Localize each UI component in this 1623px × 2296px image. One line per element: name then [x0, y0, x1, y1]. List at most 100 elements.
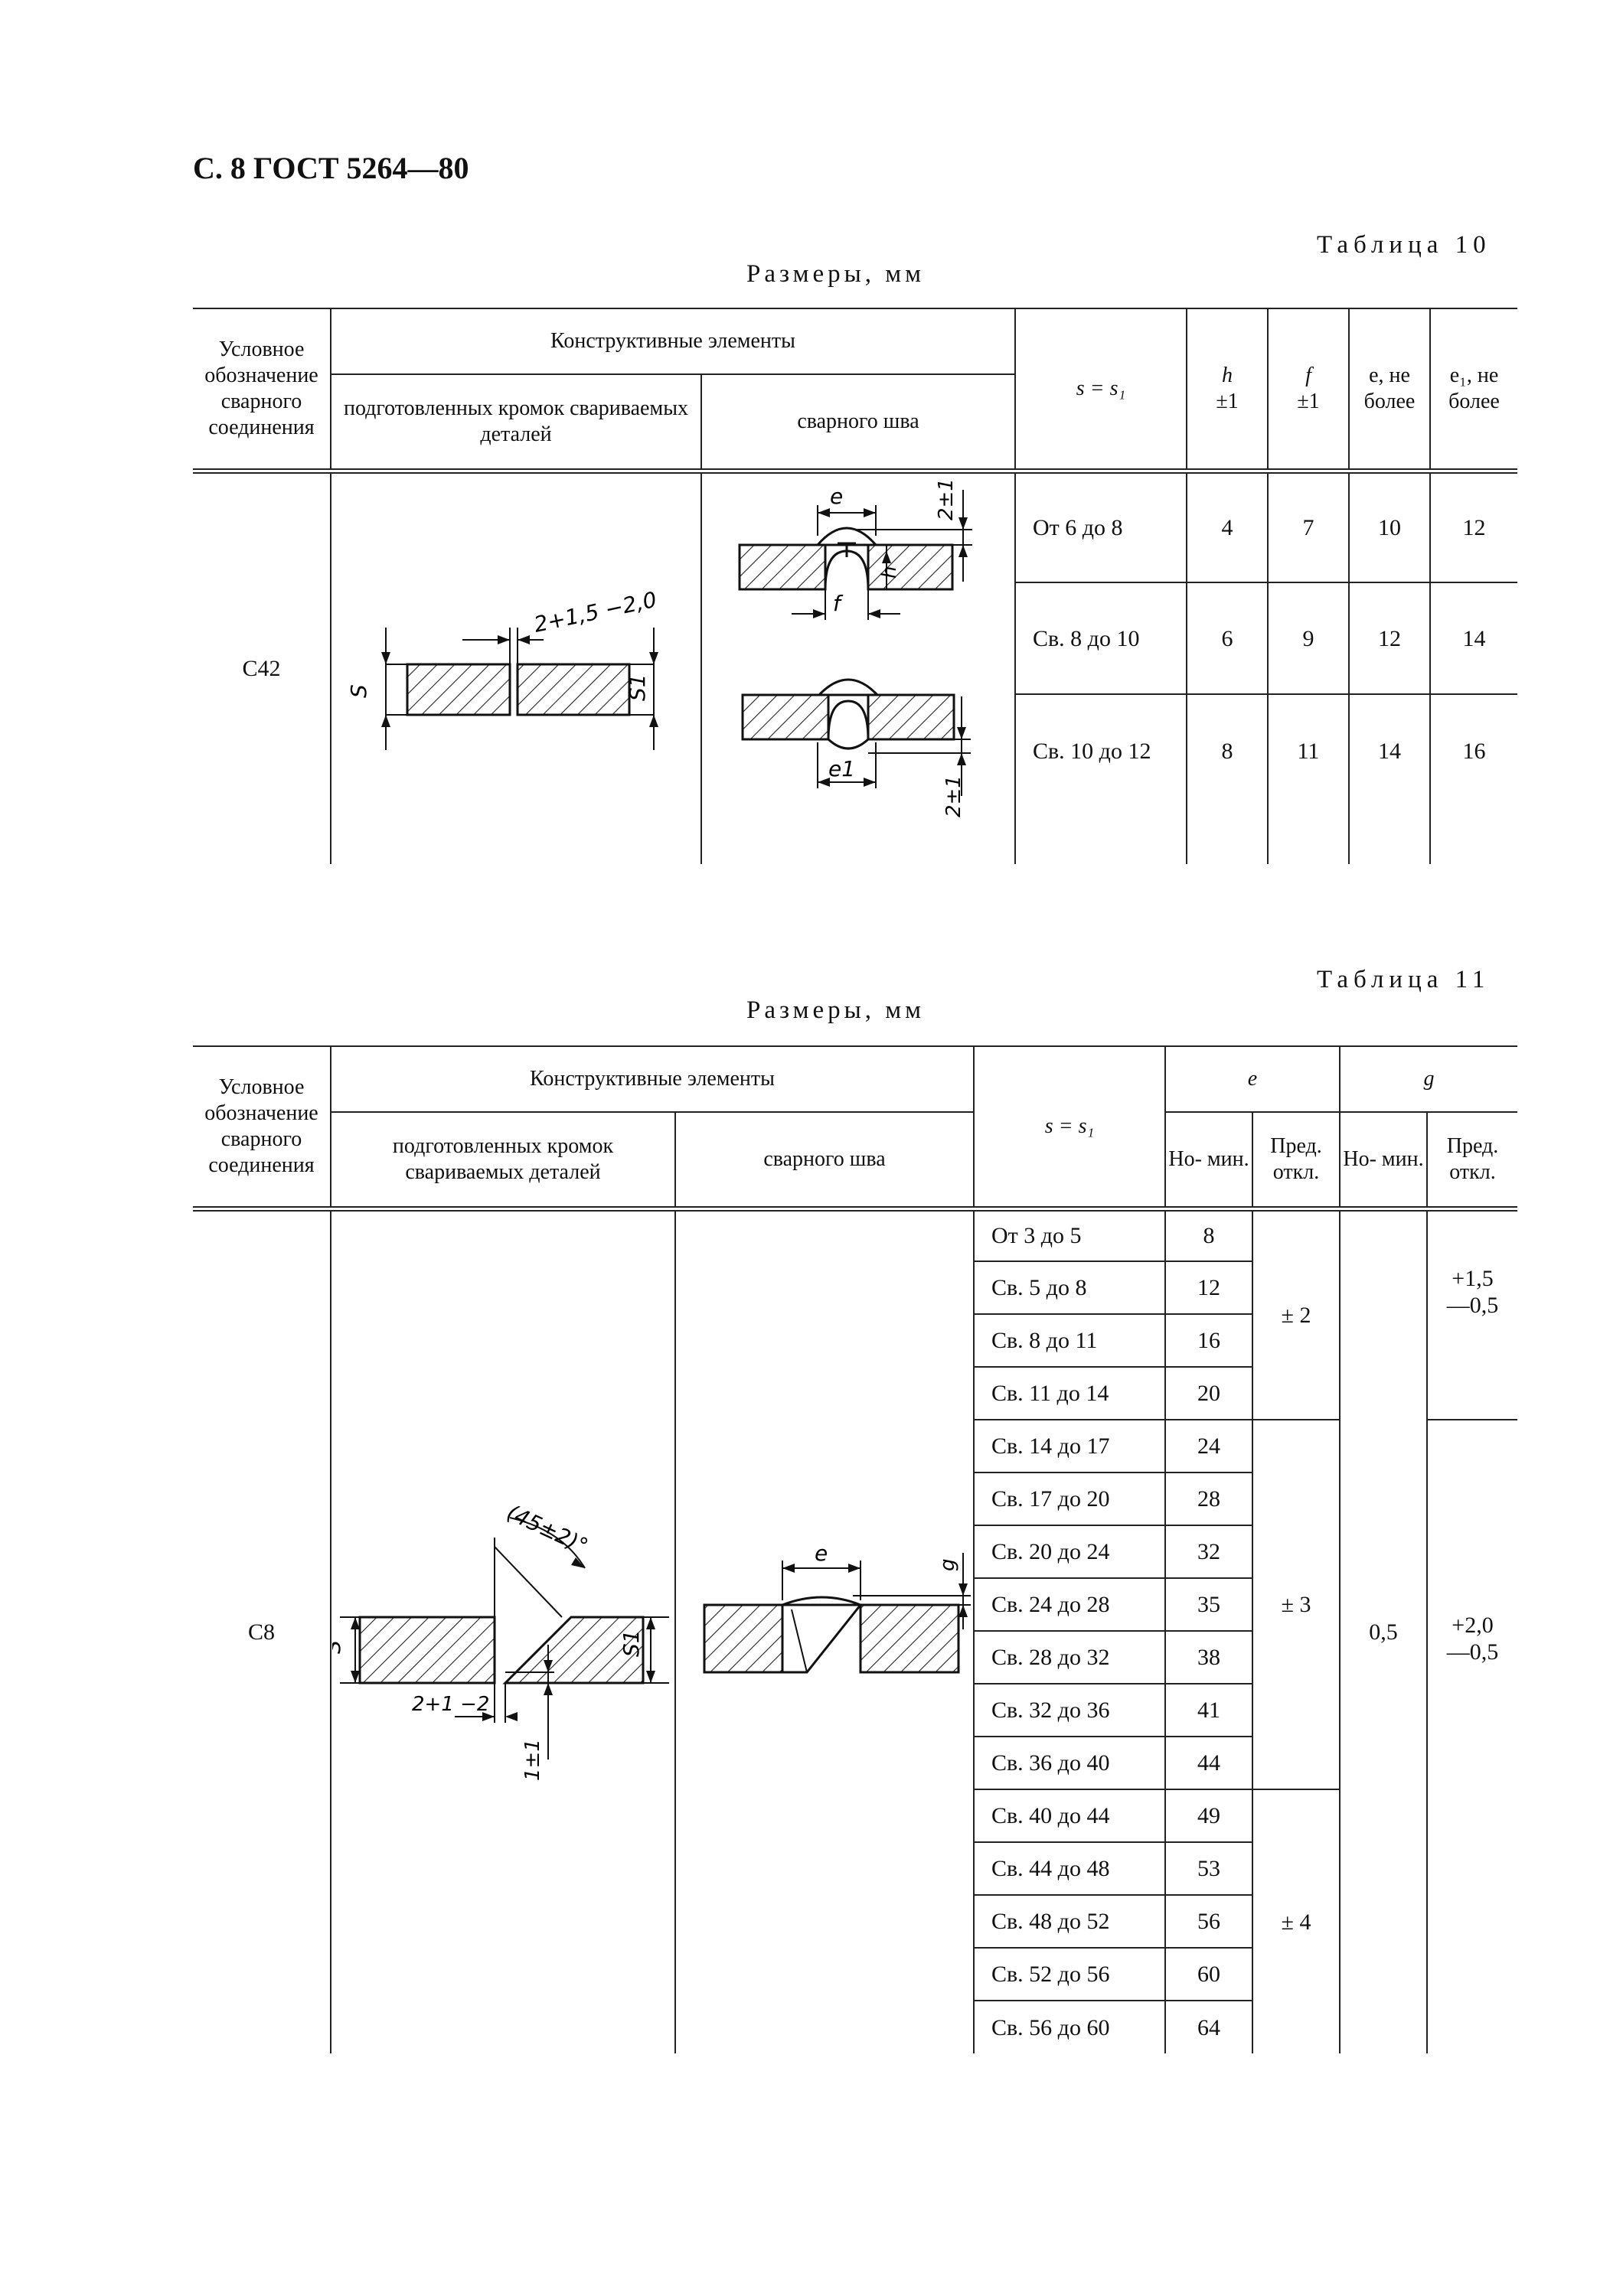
prepared-drawing-cell: S S1 2+1,5 −2,0 — [330, 468, 702, 864]
t11-row4-s: Св. 11 до 14 — [974, 1366, 1166, 1420]
t11-row9-s: Св. 28 до 32 — [974, 1630, 1166, 1684]
t11-row7-s: Св. 20 до 24 — [974, 1525, 1166, 1579]
t11-row3-e: 16 — [1164, 1313, 1252, 1368]
label-s: S — [346, 684, 371, 698]
t11-header-designation: Условное обозначение сварного соединения — [193, 1045, 331, 1209]
t11-row4-e: 20 — [1164, 1366, 1252, 1420]
t10-row1-s: От 6 до 8 — [1014, 468, 1187, 583]
t10-row3-f: 11 — [1267, 693, 1350, 864]
t11-row8-s: Св. 24 до 28 — [974, 1577, 1166, 1632]
page-header: С. 8 ГОСТ 5264—80 — [193, 151, 469, 185]
t11-label-e: e — [815, 1541, 828, 1566]
t11-row15-e: 60 — [1164, 1947, 1252, 2001]
t11-header-g-nom: Но- мин. — [1339, 1111, 1428, 1209]
header-designation: Условное обозначение сварного соединения — [193, 308, 331, 471]
header-h: h±1 — [1186, 308, 1269, 471]
label-f: f — [833, 591, 844, 616]
label-reinf-bottom: 2±1 — [942, 775, 965, 817]
t10-row2-s: Св. 8 до 10 — [1015, 582, 1187, 695]
header-elements: Конструктивные элементы — [330, 308, 1016, 375]
header-weld: сварного шва — [700, 373, 1015, 471]
t11-row16-e: 64 — [1164, 2000, 1252, 2053]
t11-g-tol-2: +2,0—0,5 — [1426, 1419, 1517, 2053]
t11-prepared-drawing-cell: (45±2)° S S1 2+1 −2 — [320, 1205, 676, 2053]
designation-c8: С8 — [193, 1205, 331, 2053]
label-reinf-top: 2±1 — [935, 478, 958, 520]
t10-row3-e: 14 — [1348, 693, 1431, 864]
header-f: f±1 — [1267, 308, 1350, 471]
header-s: s = s₁ — [1014, 308, 1187, 471]
t10-row3-h: 8 — [1186, 693, 1269, 864]
t11-e-tol-1: ± 2 — [1252, 1205, 1341, 1420]
t11-e-tol-3: ± 4 — [1252, 1789, 1340, 2053]
t10-row1-e1: 12 — [1429, 468, 1517, 583]
t10-row3-s: Св. 10 до 12 — [1015, 693, 1187, 864]
t11-header-prepared: подготовленных кромок свариваемых детале… — [331, 1111, 676, 1209]
t10-row2-h: 6 — [1186, 582, 1269, 695]
designation-c42: С42 — [193, 468, 331, 864]
weld-drawing-cell: e 2±1 h f — [700, 468, 1016, 864]
t10-row1-h: 4 — [1186, 468, 1269, 583]
t10-row1-f: 7 — [1267, 468, 1350, 583]
t11-row10-e: 41 — [1164, 1683, 1252, 1737]
t11-header-g-tol: Пред. откл. — [1426, 1111, 1517, 1209]
t11-weld-drawing: e g — [703, 1541, 971, 1674]
t11-header-elements: Конструктивные элементы — [330, 1045, 975, 1113]
t11-row12-s: Св. 40 до 44 — [974, 1789, 1166, 1843]
table11: Условное обозначение сварного соединения… — [193, 1045, 1517, 2053]
t11-row3-s: Св. 8 до 11 — [974, 1313, 1166, 1368]
t11-prepared-edges-drawing: (45±2)° S S1 2+1 −2 — [320, 1499, 669, 1781]
t11-header-e-tol: Пред. откл. — [1252, 1111, 1341, 1209]
t11-label-gap: 2+1 −2 — [412, 1693, 489, 1716]
t11-row1-s: От 3 до 5 — [973, 1205, 1166, 1262]
t10-row2-f: 9 — [1267, 582, 1350, 695]
table10: Условное обозначение сварного соединения… — [193, 308, 1517, 864]
weld-drawing: e 2±1 h f — [738, 478, 972, 817]
t11-header-e-nom: Но- мин. — [1164, 1111, 1253, 1209]
t11-label-root: 1±1 — [521, 1739, 544, 1781]
t11-row1-e: 8 — [1164, 1205, 1253, 1262]
label-e1: e1 — [828, 756, 855, 781]
t11-row2-s: Св. 5 до 8 — [974, 1261, 1166, 1315]
label-s1: S1 — [625, 673, 650, 701]
table11-caption: Таблица 11 — [1317, 966, 1491, 993]
table10-units: Размеры, мм — [746, 260, 926, 288]
label-angle: (45±2)° — [503, 1499, 592, 1559]
t11-label-g: g — [936, 1558, 959, 1571]
table10-caption: Таблица 10 — [1317, 231, 1491, 259]
t11-row5-s: Св. 14 до 17 — [974, 1419, 1166, 1473]
t11-row13-s: Св. 44 до 48 — [974, 1841, 1166, 1896]
t11-label-s1: S1 — [619, 1629, 644, 1657]
t11-row14-e: 56 — [1164, 1894, 1252, 1949]
t11-g-nominal: 0,5 — [1339, 1205, 1428, 2053]
t11-row9-e: 38 — [1164, 1630, 1252, 1684]
label-h: h — [878, 566, 901, 578]
t11-label-s: S — [332, 1640, 345, 1654]
prepared-edges-drawing: S S1 2+1,5 −2,0 — [346, 586, 659, 750]
t11-row13-e: 53 — [1164, 1841, 1252, 1896]
label-e: e — [830, 484, 843, 509]
t11-header-s: s = s₁ — [973, 1045, 1166, 1209]
t11-g-tol-1: +1,5—0,5 — [1426, 1205, 1517, 1420]
t11-row2-e: 12 — [1164, 1261, 1252, 1315]
t11-header-g: g — [1339, 1045, 1517, 1113]
t11-row6-s: Св. 17 до 20 — [974, 1472, 1166, 1526]
t11-row5-e: 24 — [1164, 1419, 1253, 1473]
t11-header-weld: сварного шва — [674, 1111, 975, 1209]
t11-row11-s: Св. 36 до 40 — [974, 1736, 1166, 1790]
t11-weld-drawing-cell: e g — [674, 1205, 975, 2053]
header-prepared: подготовленных кромок свариваемых детале… — [331, 373, 702, 471]
table11-units: Размеры, мм — [746, 996, 926, 1024]
header-e: e, не более — [1348, 308, 1431, 471]
t11-row8-e: 35 — [1164, 1577, 1252, 1632]
t10-row1-e: 10 — [1348, 468, 1431, 583]
t11-row15-s: Св. 52 до 56 — [974, 1947, 1166, 2001]
t10-row2-e: 12 — [1348, 582, 1431, 695]
t11-row12-e: 49 — [1164, 1789, 1253, 1843]
t10-row2-e1: 14 — [1429, 582, 1517, 695]
t10-row3-e1: 16 — [1429, 693, 1517, 864]
t11-row7-e: 32 — [1164, 1525, 1252, 1579]
t11-row16-s: Св. 56 до 60 — [974, 2000, 1166, 2053]
t11-row11-e: 44 — [1164, 1736, 1252, 1790]
t11-header-e: e — [1164, 1045, 1341, 1113]
